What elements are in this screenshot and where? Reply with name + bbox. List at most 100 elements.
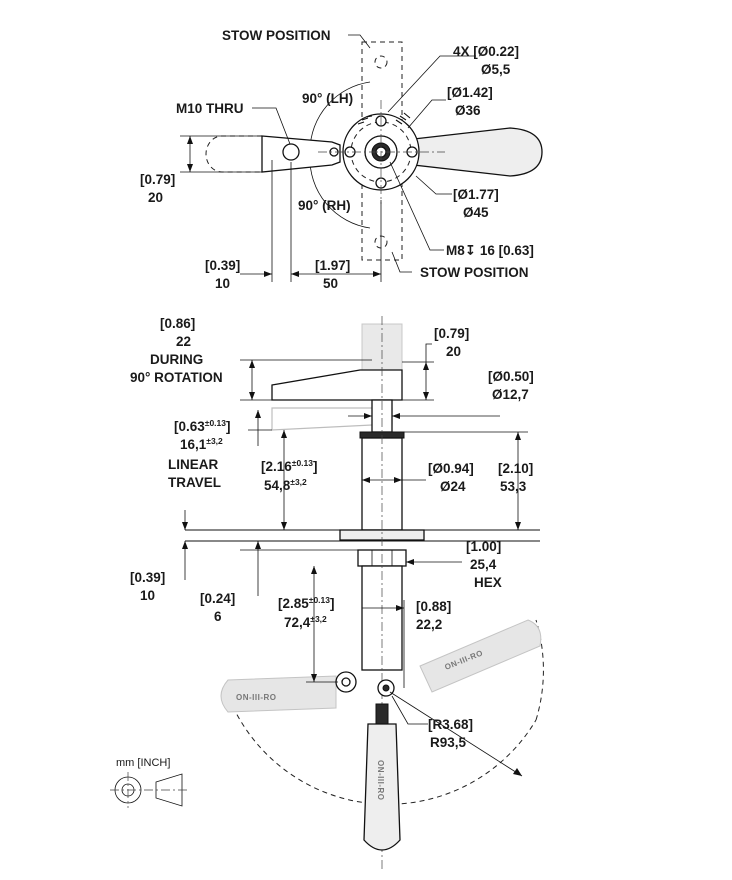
label-head-2: 20 [446, 344, 461, 359]
arrowhead [394, 477, 402, 483]
arrowhead [281, 430, 287, 438]
ext-tol: ±0.13 [292, 458, 313, 468]
radius-line [389, 691, 523, 777]
arrowhead [182, 541, 188, 549]
side-view: ON-III-RO ON-III-RO ON-III-RO [130, 316, 544, 870]
label-w50-1: [1.97] [315, 258, 350, 273]
leader-stow-bottom [391, 251, 412, 273]
arrowhead [281, 522, 287, 530]
arrowhead [255, 410, 261, 418]
left-handle-dash [205, 135, 262, 173]
label-ext-2: 54,8±3,2 [264, 477, 307, 493]
swing-radius-arc [225, 689, 537, 805]
label-holes-1: 4X [Ø0.22] [453, 44, 519, 59]
ext-mm-tol: ±3,2 [290, 477, 307, 487]
leader-stow-top [348, 34, 371, 49]
travel-mm: 16,1 [180, 437, 207, 452]
label-head-1: [0.79] [434, 326, 469, 341]
arrowhead [187, 136, 193, 144]
stow-hole-top [374, 55, 388, 69]
arrowhead [364, 413, 372, 419]
label-m10: M10 THRU [176, 101, 244, 116]
leader-holes [387, 55, 476, 113]
arrowhead [392, 413, 400, 419]
rh-arc [309, 155, 371, 229]
label-h20-2: 20 [148, 190, 163, 205]
ghost-brand-left: ON-III-RO [236, 693, 277, 702]
label-d36-2: Ø36 [455, 103, 481, 118]
ext-mm: 54,8 [264, 478, 291, 493]
label-rot-4: 90° ROTATION [130, 370, 223, 385]
label-hex-1: [1.00] [466, 539, 501, 554]
arrowhead [396, 605, 404, 611]
leader-radius [391, 695, 428, 725]
lh-arc [309, 81, 371, 151]
label-knob-1: [2.85±0.13] [278, 595, 335, 611]
ext-end: ] [313, 459, 318, 474]
label-hex-3: HEX [474, 575, 502, 590]
ghost-handle-right [419, 619, 542, 693]
knob-mm: 72,4 [284, 615, 311, 630]
arrowhead [406, 559, 414, 565]
label-d36-1: [Ø1.42] [447, 85, 493, 100]
knurl-left [357, 115, 373, 125]
arrowhead [515, 522, 521, 530]
knurl-right [395, 112, 411, 125]
arrowhead [311, 566, 317, 574]
ext-main: [2.16 [261, 459, 292, 474]
label-radius-1: [R3.68] [428, 717, 473, 732]
handle-down [363, 723, 401, 851]
label-travel-2: 16,1±3,2 [180, 436, 223, 452]
label-lower-1: [0.88] [416, 599, 451, 614]
label-w10-2: 10 [215, 276, 230, 291]
handle-neck [375, 703, 389, 725]
handle-brand: ON-III-RO [376, 760, 385, 801]
label-pin-1: [Ø0.50] [488, 369, 534, 384]
label-nut-2: 6 [214, 609, 222, 624]
knob-end: ] [330, 596, 335, 611]
label-stow-top: STOW POSITION [222, 28, 331, 43]
cam-left-pin [341, 677, 351, 687]
travel-end: ] [226, 419, 231, 434]
arrowhead [264, 271, 272, 277]
lever-raised [271, 369, 403, 401]
travel-tol: ±0.13 [205, 418, 226, 428]
travel-mm-tol: ±3,2 [206, 436, 223, 446]
arrowhead [249, 392, 255, 400]
label-rot-2: 22 [176, 334, 191, 349]
label-radius-2: R93,5 [430, 735, 467, 750]
arrowhead [311, 674, 317, 682]
label-stow-bottom: STOW POSITION [420, 265, 529, 280]
arrowhead [255, 541, 261, 549]
label-body-1: [Ø0.94] [428, 461, 474, 476]
label-travel-4: TRAVEL [168, 475, 221, 490]
arrowhead [515, 432, 521, 440]
right-handle [404, 127, 543, 177]
label-w50-2: 50 [323, 276, 338, 291]
label-lower-2: 22,2 [416, 617, 442, 632]
projection-cone [155, 773, 183, 807]
label-pin-2: Ø12,7 [492, 387, 529, 402]
arrowhead [291, 271, 299, 277]
label-m8: M8↧ 16 [0.63] [446, 243, 534, 258]
arrowhead [513, 768, 522, 776]
label-travel-1: [0.63±0.13] [174, 418, 231, 434]
leader-m10 [252, 107, 291, 145]
ghost-handle-left [220, 675, 337, 713]
label-d45-2: Ø45 [463, 205, 489, 220]
arrowhead [249, 360, 255, 368]
label-rot-3: DURING [150, 352, 203, 367]
arrowhead [362, 477, 370, 483]
leader-m8 [389, 161, 444, 251]
units-legend: mm [INCH] [116, 757, 170, 769]
arrowhead [373, 271, 381, 277]
cam-pivot-pin [382, 684, 390, 692]
label-lh: 90° (LH) [302, 91, 353, 106]
label-w10-1: [0.39] [205, 258, 240, 273]
projection-symbol: mm [INCH] [110, 757, 190, 808]
knob-main: [2.85 [278, 596, 309, 611]
knob-tol: ±0.13 [309, 595, 330, 605]
top-view: STOW POSITION M10 THRU 90° (LH) 90° (RH)… [140, 28, 543, 291]
label-d45-1: [Ø1.77] [453, 187, 499, 202]
